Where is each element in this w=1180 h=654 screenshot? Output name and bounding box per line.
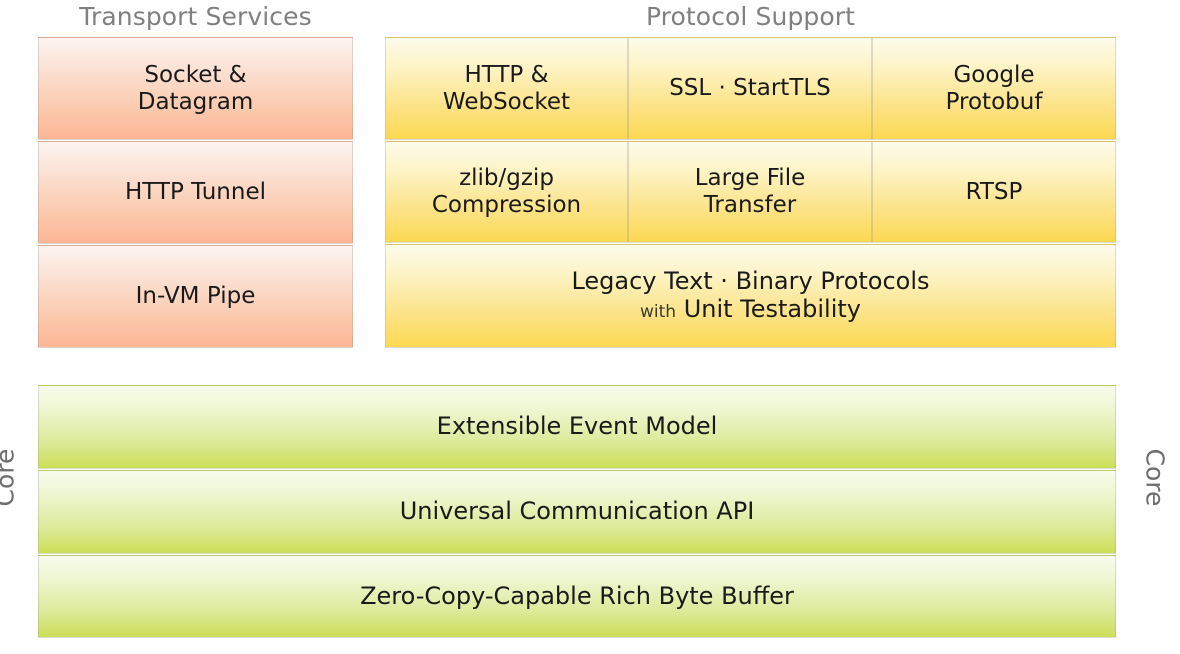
protocol-cell-ssl-starttls[interactable]: SSL · StartTLS (628, 37, 872, 140)
protocol-cell-zlib-gzip-compression[interactable]: zlib/gzip Compression (385, 141, 628, 243)
protocol-cell-google-protobuf-line2: Protobuf (945, 88, 1043, 115)
transport-row-in-vm-pipe[interactable]: In-VM Pipe (38, 245, 353, 348)
protocol-cell-legacy-protocols-line1: Legacy Text · Binary Protocols (571, 267, 930, 296)
transport-row-http-tunnel-label: HTTP Tunnel (125, 179, 266, 206)
core-row-universal-communication-api-label: Universal Communication API (399, 497, 755, 526)
protocol-cell-large-file-transfer[interactable]: Large File Transfer (628, 141, 872, 243)
core-row-zero-copy-byte-buffer-label: Zero-Copy-Capable Rich Byte Buffer (360, 581, 794, 610)
protocol-cell-http-websocket-line1: HTTP & (464, 61, 549, 88)
protocol-cell-legacy-protocols-line2: Unit Testability (683, 295, 861, 323)
protocol-cell-rtsp[interactable]: RTSP (872, 141, 1116, 243)
protocol-cell-large-file-line1: Large File (694, 165, 806, 192)
transport-row-in-vm-pipe-label: In-VM Pipe (135, 283, 256, 310)
protocol-cell-google-protobuf[interactable]: Google Protobuf (872, 37, 1116, 140)
protocol-cell-http-websocket-line2: WebSocket (442, 88, 571, 115)
transport-row-http-tunnel[interactable]: HTTP Tunnel (38, 141, 353, 244)
protocol-cell-http-websocket[interactable]: HTTP & WebSocket (385, 37, 628, 140)
protocol-cell-legacy-protocols-label: Legacy Text · Binary Protocols with Unit… (565, 267, 935, 324)
protocol-cell-legacy-protocols-with-word: with (639, 302, 677, 322)
protocol-support-header: Protocol Support (645, 2, 856, 31)
transport-row-socket-datagram-line1: Socket & (144, 61, 247, 88)
transport-row-socket-datagram-label: Socket & Datagram (132, 62, 259, 115)
protocol-cell-ssl-starttls-label: SSL · StartTLS (669, 75, 831, 102)
protocol-support-grid: HTTP & WebSocket SSL · StartTLS Google P… (385, 37, 1116, 348)
core-row-zero-copy-byte-buffer[interactable]: Zero-Copy-Capable Rich Byte Buffer (38, 555, 1116, 638)
transport-row-socket-datagram-line2: Datagram (137, 88, 254, 115)
protocol-cell-legacy-protocols[interactable]: Legacy Text · Binary Protocols with Unit… (385, 244, 1116, 348)
protocol-cell-zlib-gzip-line1: zlib/gzip (459, 165, 554, 192)
protocol-cell-google-protobuf-line1: Google (953, 61, 1035, 88)
transport-row-socket-datagram[interactable]: Socket & Datagram (38, 37, 353, 140)
core-row-extensible-event-model[interactable]: Extensible Event Model (38, 385, 1116, 469)
protocol-cell-large-file-line2: Transfer (703, 192, 797, 218)
protocol-cell-zlib-gzip-line2: Compression (431, 192, 582, 218)
protocol-cell-large-file-transfer-label: Large File Transfer (689, 165, 812, 218)
protocol-cell-google-protobuf-label: Google Protobuf (940, 62, 1049, 115)
core-label-left: Core (0, 448, 20, 507)
core-label-right: Core (1140, 448, 1170, 507)
protocol-cell-rtsp-label: RTSP (965, 178, 1023, 205)
core-row-universal-communication-api[interactable]: Universal Communication API (38, 470, 1116, 554)
core-row-extensible-event-model-label: Extensible Event Model (436, 412, 718, 441)
protocol-cell-http-websocket-label: HTTP & WebSocket (437, 62, 576, 115)
transport-services-header: Transport Services (79, 2, 312, 31)
transport-services-stack: Socket & Datagram HTTP Tunnel In-VM Pipe (38, 37, 353, 348)
protocol-cell-zlib-gzip-compression-label: zlib/gzip Compression (426, 165, 587, 218)
core-stack: Extensible Event Model Universal Communi… (38, 385, 1116, 638)
